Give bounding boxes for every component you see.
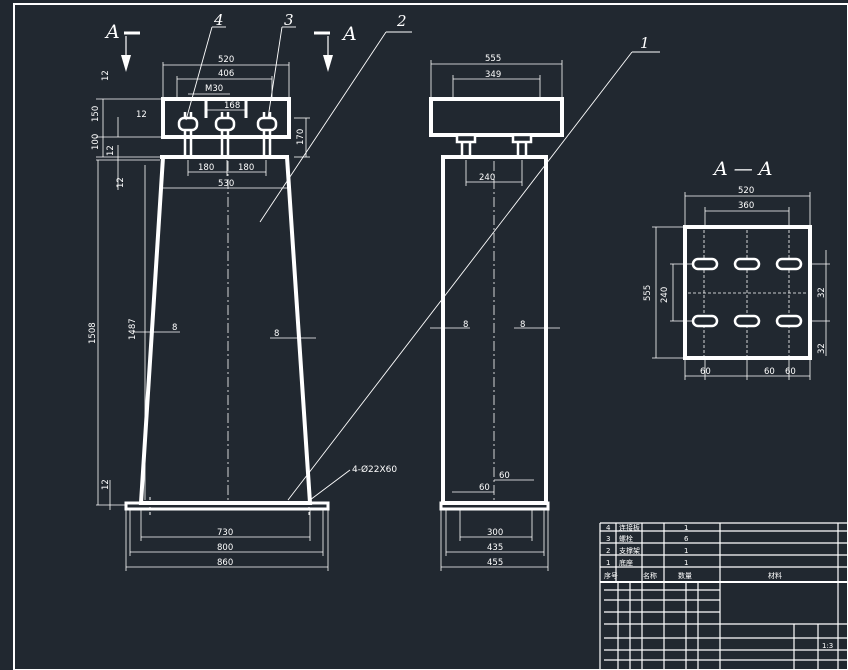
dim-front-860: 860: [217, 558, 233, 568]
dim-front-m30: M30: [205, 84, 223, 94]
tb-row-name: 连接板: [619, 523, 640, 532]
dim-front-530: 530: [218, 179, 234, 189]
dim-front-12-top: 12: [101, 70, 111, 81]
hole-note: 4-Ø22X60: [352, 464, 397, 475]
side-top-plate: [429, 97, 564, 137]
dim-front-180-b: 180: [238, 163, 254, 173]
dim-side-555: 555: [485, 54, 501, 64]
front-bolts: [177, 112, 278, 158]
dim-side-455: 455: [487, 558, 503, 568]
dim-front-406: 406: [218, 69, 234, 79]
front-support-frame: [138, 155, 313, 505]
front-view: [96, 62, 330, 571]
dim-section-360: 360: [738, 201, 754, 211]
section-slots: [691, 257, 803, 328]
section-arrows: [121, 31, 333, 72]
leader-number-4: 4: [213, 11, 224, 29]
tb-header-material: 材料: [768, 571, 782, 580]
labels: A A A — A 4 3 2 1 4-Ø22X60 520 406 M30 1…: [88, 11, 833, 650]
dim-front-1508: 1508: [88, 322, 98, 344]
dim-side-240: 240: [479, 173, 495, 183]
tb-row-no: 4: [606, 524, 611, 532]
tb-row-no: 1: [606, 559, 610, 567]
dim-section-240: 240: [660, 287, 670, 303]
dim-front-8-left: 8: [172, 323, 177, 333]
dim-front-168: 168: [224, 101, 240, 111]
dim-side-349: 349: [485, 70, 501, 80]
dim-front-12-mid: 12: [106, 145, 116, 156]
tb-header-qty: 数量: [678, 571, 692, 580]
section-marker-right: A: [341, 23, 357, 45]
dim-side-300: 300: [487, 528, 503, 538]
dim-side-60-b: 60: [499, 471, 510, 481]
dim-section-555: 555: [643, 285, 653, 301]
section-plate: [683, 225, 812, 360]
dim-section-60-c: 60: [785, 367, 796, 377]
side-base-plate: [439, 501, 550, 511]
leader-number-2: 2: [396, 12, 407, 30]
leader-number-3: 3: [284, 11, 294, 29]
title-block: [599, 522, 848, 670]
dim-front-8-right: 8: [274, 329, 279, 339]
front-top-plate: [161, 97, 291, 139]
dim-section-32-a: 32: [817, 287, 827, 298]
tb-ratio: 1:3: [822, 642, 833, 650]
dim-section-60-b: 60: [764, 367, 775, 377]
leader-lines: [185, 26, 660, 501]
tb-row-qty: 6: [684, 535, 689, 543]
dim-front-170: 170: [296, 129, 306, 145]
tb-row-name: 支撑架: [619, 546, 640, 555]
dim-front-730: 730: [217, 528, 233, 538]
dim-front-800: 800: [217, 543, 233, 553]
dim-side-8-right: 8: [520, 320, 525, 330]
section-marker-left: A: [104, 21, 120, 43]
tb-row-no: 3: [606, 535, 610, 543]
dim-front-12-bottom: 12: [101, 479, 111, 490]
side-view: [429, 60, 564, 571]
front-base-plate: [124, 501, 330, 511]
dim-front-1487: 1487: [128, 318, 138, 340]
dim-front-150: 150: [91, 106, 101, 122]
dim-front-520: 520: [218, 55, 234, 65]
drawing-frame: [13, 3, 848, 670]
tb-row-no: 2: [606, 547, 610, 555]
dim-section-32-b: 32: [817, 343, 827, 354]
dim-front-180-a: 180: [198, 163, 214, 173]
tb-header-no: 序号: [604, 571, 618, 580]
side-support-frame: [441, 155, 548, 505]
leader-number-1: 1: [640, 34, 650, 52]
dim-front-12-left: 12: [116, 177, 126, 188]
tb-row-name: 底座: [619, 558, 633, 567]
dim-section-520: 520: [738, 186, 754, 196]
tb-row-name: 螺栓: [619, 534, 633, 543]
dim-side-435: 435: [487, 543, 503, 553]
tb-row-qty: 1: [684, 559, 688, 567]
dim-front-12-side: 12: [136, 110, 147, 120]
tb-row-qty: 1: [684, 524, 688, 532]
section-view-title: A — A: [712, 158, 773, 180]
tb-header-name: 名称: [643, 571, 657, 580]
dim-front-100: 100: [91, 134, 101, 150]
tb-row-qty: 1: [684, 547, 688, 555]
dim-section-60-a: 60: [700, 367, 711, 377]
dim-side-8-left: 8: [463, 320, 468, 330]
section-view-aa: [652, 192, 830, 380]
dim-side-60-a: 60: [479, 483, 490, 493]
